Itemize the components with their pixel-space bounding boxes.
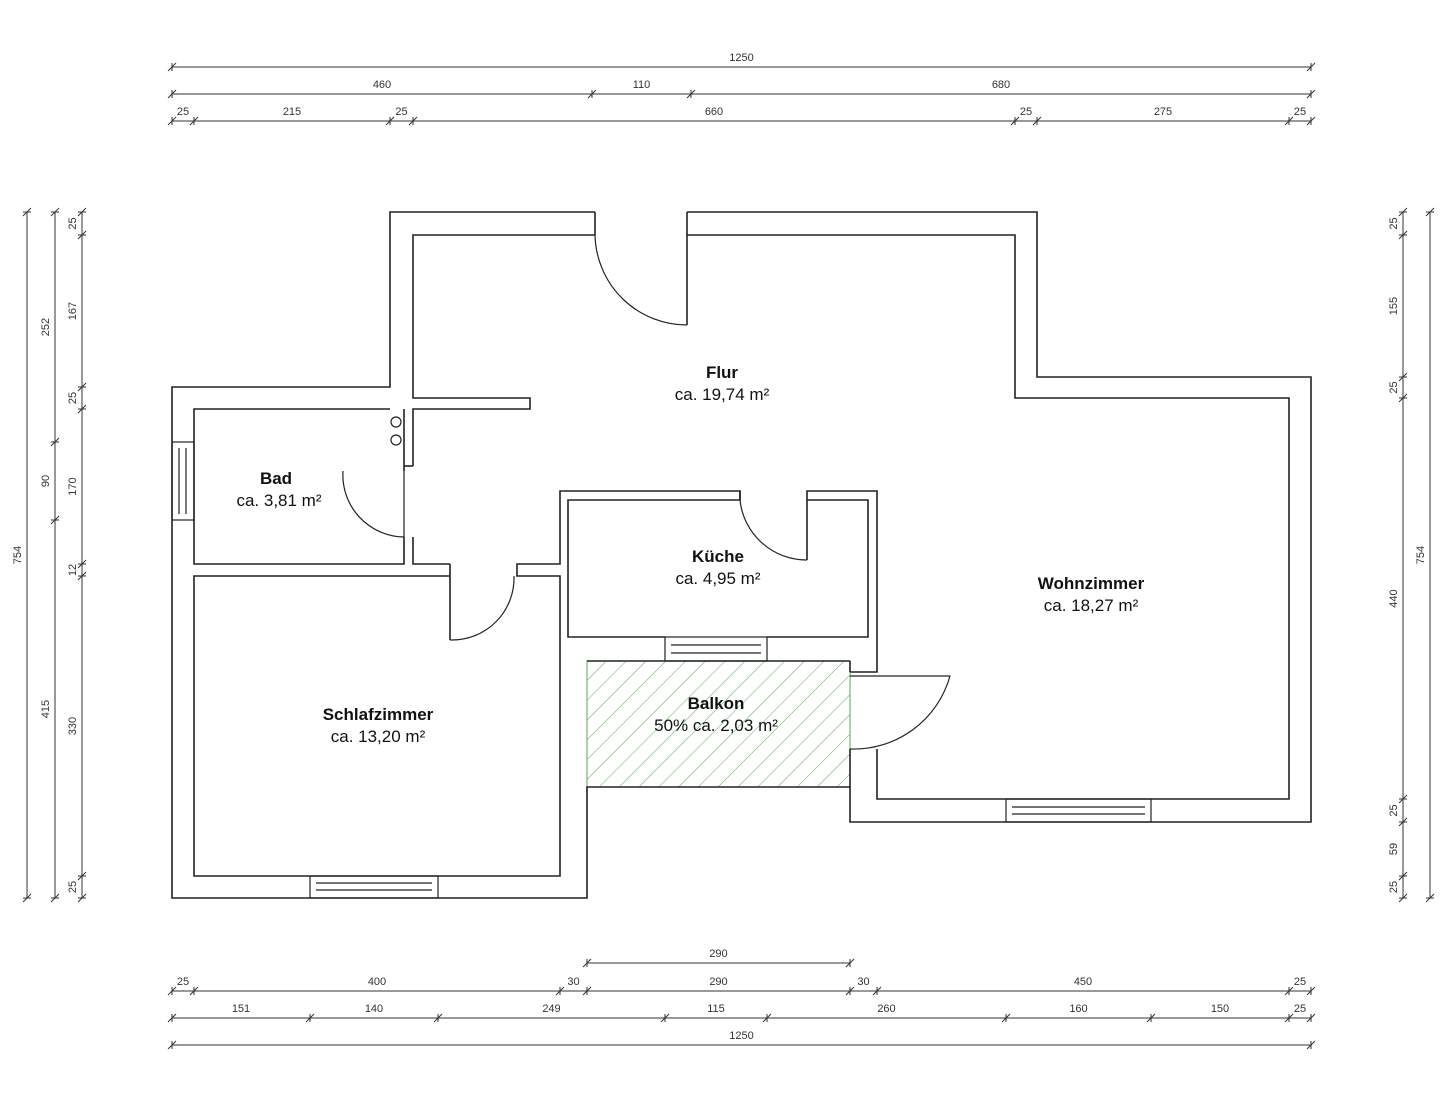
dim-left-inner-label: 25 [67, 392, 79, 404]
room-area-kueche: ca. 4,95 m² [675, 569, 760, 588]
dim-bottom-row1-label: 30 [857, 976, 869, 988]
doors [342, 234, 951, 750]
room-name-wohnzimmer: Wohnzimmer [1038, 574, 1145, 593]
walls [171, 211, 1312, 899]
dim-top-row3-label: 275 [1154, 106, 1172, 118]
dim-bottom-row2-label: 140 [365, 1003, 383, 1015]
room-name-bad: Bad [260, 469, 292, 488]
dim-bottom-row1-label: 450 [1074, 976, 1092, 988]
dim-left-middle-label: 90 [40, 475, 52, 487]
dim-top-row2-label: 110 [633, 79, 651, 91]
room-name-schlafzimmer: Schlafzimmer [323, 705, 434, 724]
dim-right-inner-label: 25 [1388, 804, 1400, 816]
dim-right-inner-label: 25 [1388, 217, 1400, 229]
dim-left-total-label: 754 [12, 546, 24, 564]
dim-bottom-row1-label: 400 [368, 976, 386, 988]
dim-left-inner-label: 25 [67, 217, 79, 229]
dim-left-inner-label: 330 [67, 717, 79, 735]
dim-top-row3-label: 25 [1294, 106, 1306, 118]
dim-left-inner-label: 25 [67, 881, 79, 893]
dim-bottom-row1-label: 30 [567, 976, 579, 988]
bad-door-swing [342, 470, 405, 538]
room-area-schlafzimmer: ca. 13,20 m² [331, 727, 426, 746]
dim-left-inner-label: 12 [67, 564, 79, 576]
balkon-door-swing [849, 675, 951, 750]
dim-top-row3-label: 25 [395, 106, 407, 118]
dim-top-row3-label: 25 [177, 106, 189, 118]
kueche-door-swing [739, 499, 808, 561]
dim-bottom-row2-label: 151 [232, 1003, 250, 1015]
dim-bottom-row1-label: 290 [709, 976, 727, 988]
room-area-wohnzimmer: ca. 18,27 m² [1044, 596, 1139, 615]
dim-top-row3-label: 25 [1020, 106, 1032, 118]
sink-icon [390, 434, 402, 446]
dim-top-row2-label: 680 [992, 79, 1010, 91]
dim-top-row3-label: 215 [283, 106, 301, 118]
room-area-flur: ca. 19,74 m² [675, 385, 770, 404]
dim-right-inner-label: 440 [1388, 589, 1400, 607]
room-name-kueche: Küche [692, 547, 744, 566]
dim-right-inner-label: 155 [1388, 297, 1400, 315]
dim-top-total-label: 1250 [729, 52, 753, 64]
dim-right-inner-label: 25 [1388, 381, 1400, 393]
dim-bottom-row1-label: 25 [1294, 976, 1306, 988]
room-name-balkon: Balkon [688, 694, 745, 713]
dim-top-row2-label: 460 [373, 79, 391, 91]
dim-bottom-row2-label: 150 [1211, 1003, 1229, 1015]
room-area-balkon: 50% ca. 2,03 m² [654, 716, 778, 735]
balkon-area [586, 660, 851, 788]
dim-bottom-balkon-label: 290 [709, 948, 727, 960]
dim-bottom-total-label: 1250 [729, 1030, 753, 1042]
dim-top-row3-label: 660 [705, 106, 723, 118]
dim-left-inner-label: 167 [67, 302, 79, 320]
dim-bottom-row2-label: 260 [877, 1003, 895, 1015]
dim-bottom-row2-label: 25 [1294, 1003, 1306, 1015]
dim-bottom-row2-label: 249 [542, 1003, 560, 1015]
dim-bottom-row2-label: 115 [707, 1003, 725, 1015]
dim-left-middle-label: 415 [40, 700, 52, 718]
sink-icon [390, 416, 402, 428]
room-area-bad: ca. 3,81 m² [236, 491, 321, 510]
schlafzimmer-door-swing [449, 575, 515, 641]
room-name-flur: Flur [706, 363, 738, 382]
entrance-door-swing [594, 234, 688, 326]
dim-right-total-label: 754 [1415, 546, 1427, 564]
dim-left-middle-label: 252 [40, 318, 52, 336]
dim-left-inner-label: 170 [67, 477, 79, 495]
dim-right-inner-label: 59 [1388, 843, 1400, 855]
dim-bottom-row2-label: 160 [1069, 1003, 1087, 1015]
dim-bottom-row1-label: 25 [177, 976, 189, 988]
dim-right-inner-label: 25 [1388, 881, 1400, 893]
